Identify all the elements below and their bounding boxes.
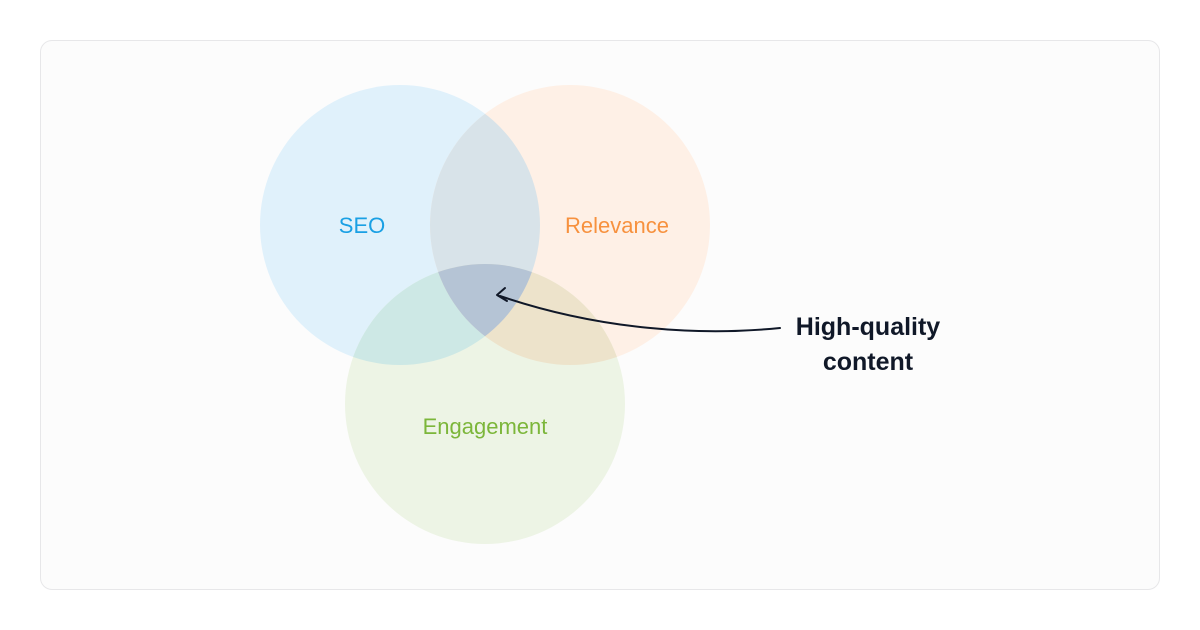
callout-line-2: content [822, 348, 914, 376]
callout-line-1: High-quality [795, 313, 941, 341]
label-seo: SEO [339, 213, 385, 238]
callout-arrow-line [499, 295, 781, 333]
label-relevance: Relevance [565, 213, 669, 238]
label-engagement: Engagement [423, 414, 548, 439]
overlap-relevance-engagement [430, 264, 625, 365]
overlap-seo-engagement [345, 264, 540, 365]
callout-label: High-quality content [770, 310, 966, 380]
callout-arrowhead [496, 287, 508, 302]
